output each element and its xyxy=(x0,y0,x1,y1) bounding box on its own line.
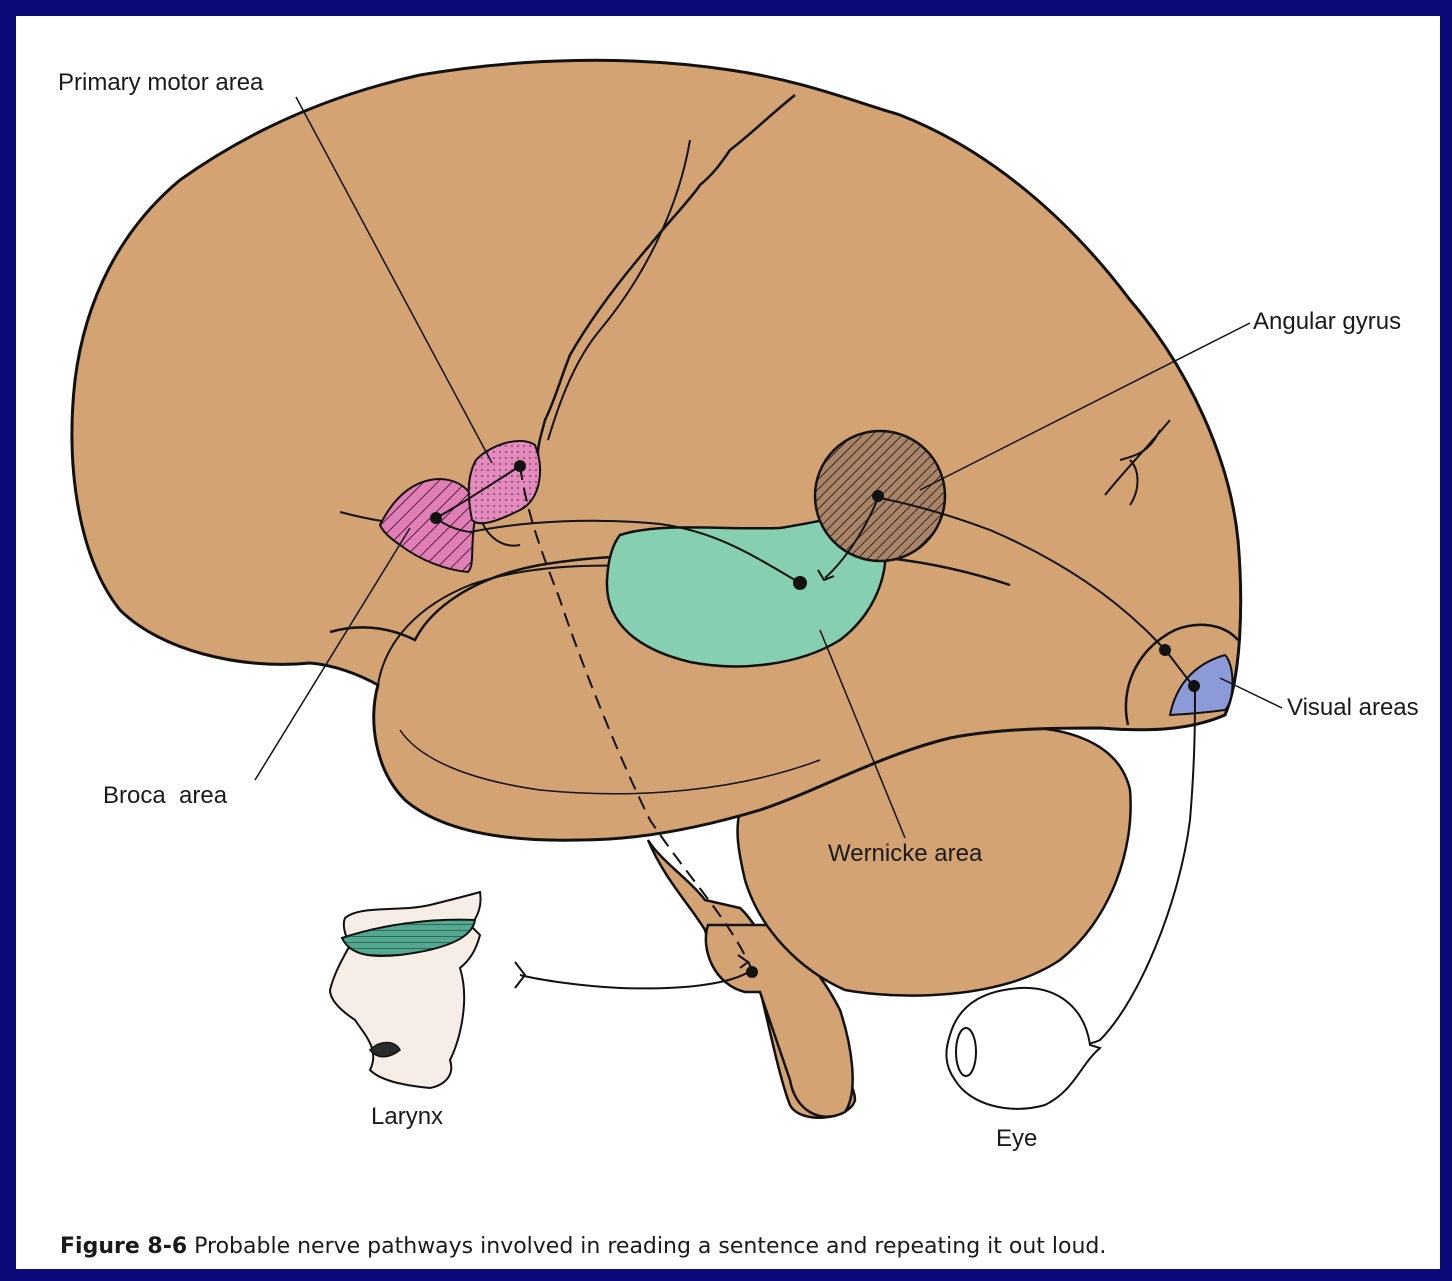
pathway-visual-to-angular xyxy=(879,497,1196,689)
visual-areas-region xyxy=(1168,653,1234,717)
pathway-motor-descending xyxy=(519,465,753,971)
synapse-broca xyxy=(430,512,442,524)
figure-caption: Figure 8-6 Probable nerve pathways invol… xyxy=(60,1234,1106,1259)
label-larynx: Larynx xyxy=(371,1103,443,1130)
leader-wernicke xyxy=(819,629,906,839)
synapse-brainstem xyxy=(746,966,758,978)
wernicke-region xyxy=(605,514,887,668)
synapse-visual-1 xyxy=(1159,644,1171,656)
label-primary-motor-area: Primary motor area xyxy=(58,69,264,96)
synapse-angular xyxy=(872,490,884,502)
synapse-motor xyxy=(514,460,526,472)
label-angular-gyrus: Angular gyrus xyxy=(1253,308,1401,335)
pathway-broca-to-motor xyxy=(435,465,521,519)
occipital-region xyxy=(1124,623,1239,726)
motor-loop xyxy=(481,521,521,547)
eye-illustration xyxy=(945,986,1103,1110)
leader-angular-gyrus xyxy=(919,322,1251,491)
label-broca-area: Broca area xyxy=(103,782,228,809)
caption-text: Probable nerve pathways involved in read… xyxy=(187,1234,1107,1259)
cerebrum xyxy=(70,58,1243,842)
larynx-illustration xyxy=(328,890,482,1090)
leader-broca xyxy=(254,527,411,781)
pathway-brainstem-to-larynx xyxy=(519,969,753,990)
parietal-sulcus xyxy=(1104,419,1171,506)
figure-number: Figure 8-6 xyxy=(60,1234,188,1259)
pathway-wernicke-to-broca xyxy=(435,517,801,584)
central-sulcus xyxy=(536,94,796,471)
synapse-wernicke xyxy=(793,576,807,590)
leader-primary-motor xyxy=(295,96,493,464)
synapse-visual-2 xyxy=(1188,680,1200,692)
leader-visual-areas xyxy=(1219,677,1283,709)
label-wernicke-area: Wernicke area xyxy=(828,840,983,867)
temporal-sulcus xyxy=(399,729,821,795)
brainstem-nerve-ending xyxy=(737,954,750,969)
wernicke-nerve-ending xyxy=(817,569,835,582)
label-visual-areas: Visual areas xyxy=(1287,694,1419,721)
precentral-sulcus xyxy=(547,139,691,441)
larynx-nerve-ending xyxy=(514,961,527,989)
pathway-angular-to-wernicke xyxy=(824,497,879,579)
label-eye: Eye xyxy=(996,1125,1037,1152)
